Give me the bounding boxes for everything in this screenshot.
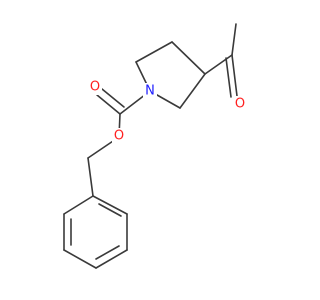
atom-ester-oxygen: O	[112, 128, 126, 144]
carbonyl-oxygen-label: O	[90, 80, 100, 95]
bond-c4-c5	[179, 73, 206, 109]
bond-benzene-1	[92, 195, 128, 215]
bond-c3-c4	[171, 41, 206, 75]
ester-oxygen-label: O	[114, 129, 124, 144]
atom-carbonyl-oxygen: O	[88, 79, 102, 95]
bond-acyl-methyl	[231, 23, 237, 56]
bond-benzene-inner-1	[98, 203, 122, 217]
bond-carbamate-carbonyl-a	[96, 94, 121, 115]
acetyl-oxygen-label: O	[235, 97, 245, 112]
bond-benzene-3	[95, 249, 128, 269]
bond-ch2-ring	[87, 157, 94, 197]
nitrogen-label: N	[145, 84, 155, 99]
bond-c4-acyl-c	[204, 54, 233, 75]
bond-benzene-4	[63, 249, 97, 269]
atom-acetyl-oxygen: O	[233, 96, 247, 112]
atom-nitrogen: N	[143, 83, 157, 99]
atom-labels: N O O O	[88, 79, 247, 144]
bond-acyl-carbonyl-a	[231, 54, 238, 97]
bond-carbamate-carbonyl-b	[101, 88, 125, 108]
bond-benzene-6	[63, 195, 94, 215]
bond-acyl-carbonyl-b	[225, 57, 232, 98]
bond-benzene-inner-2	[95, 245, 120, 260]
bonds	[63, 23, 238, 269]
bond-c2-c3	[135, 41, 173, 63]
structure-canvas: N O O O	[63, 23, 247, 269]
